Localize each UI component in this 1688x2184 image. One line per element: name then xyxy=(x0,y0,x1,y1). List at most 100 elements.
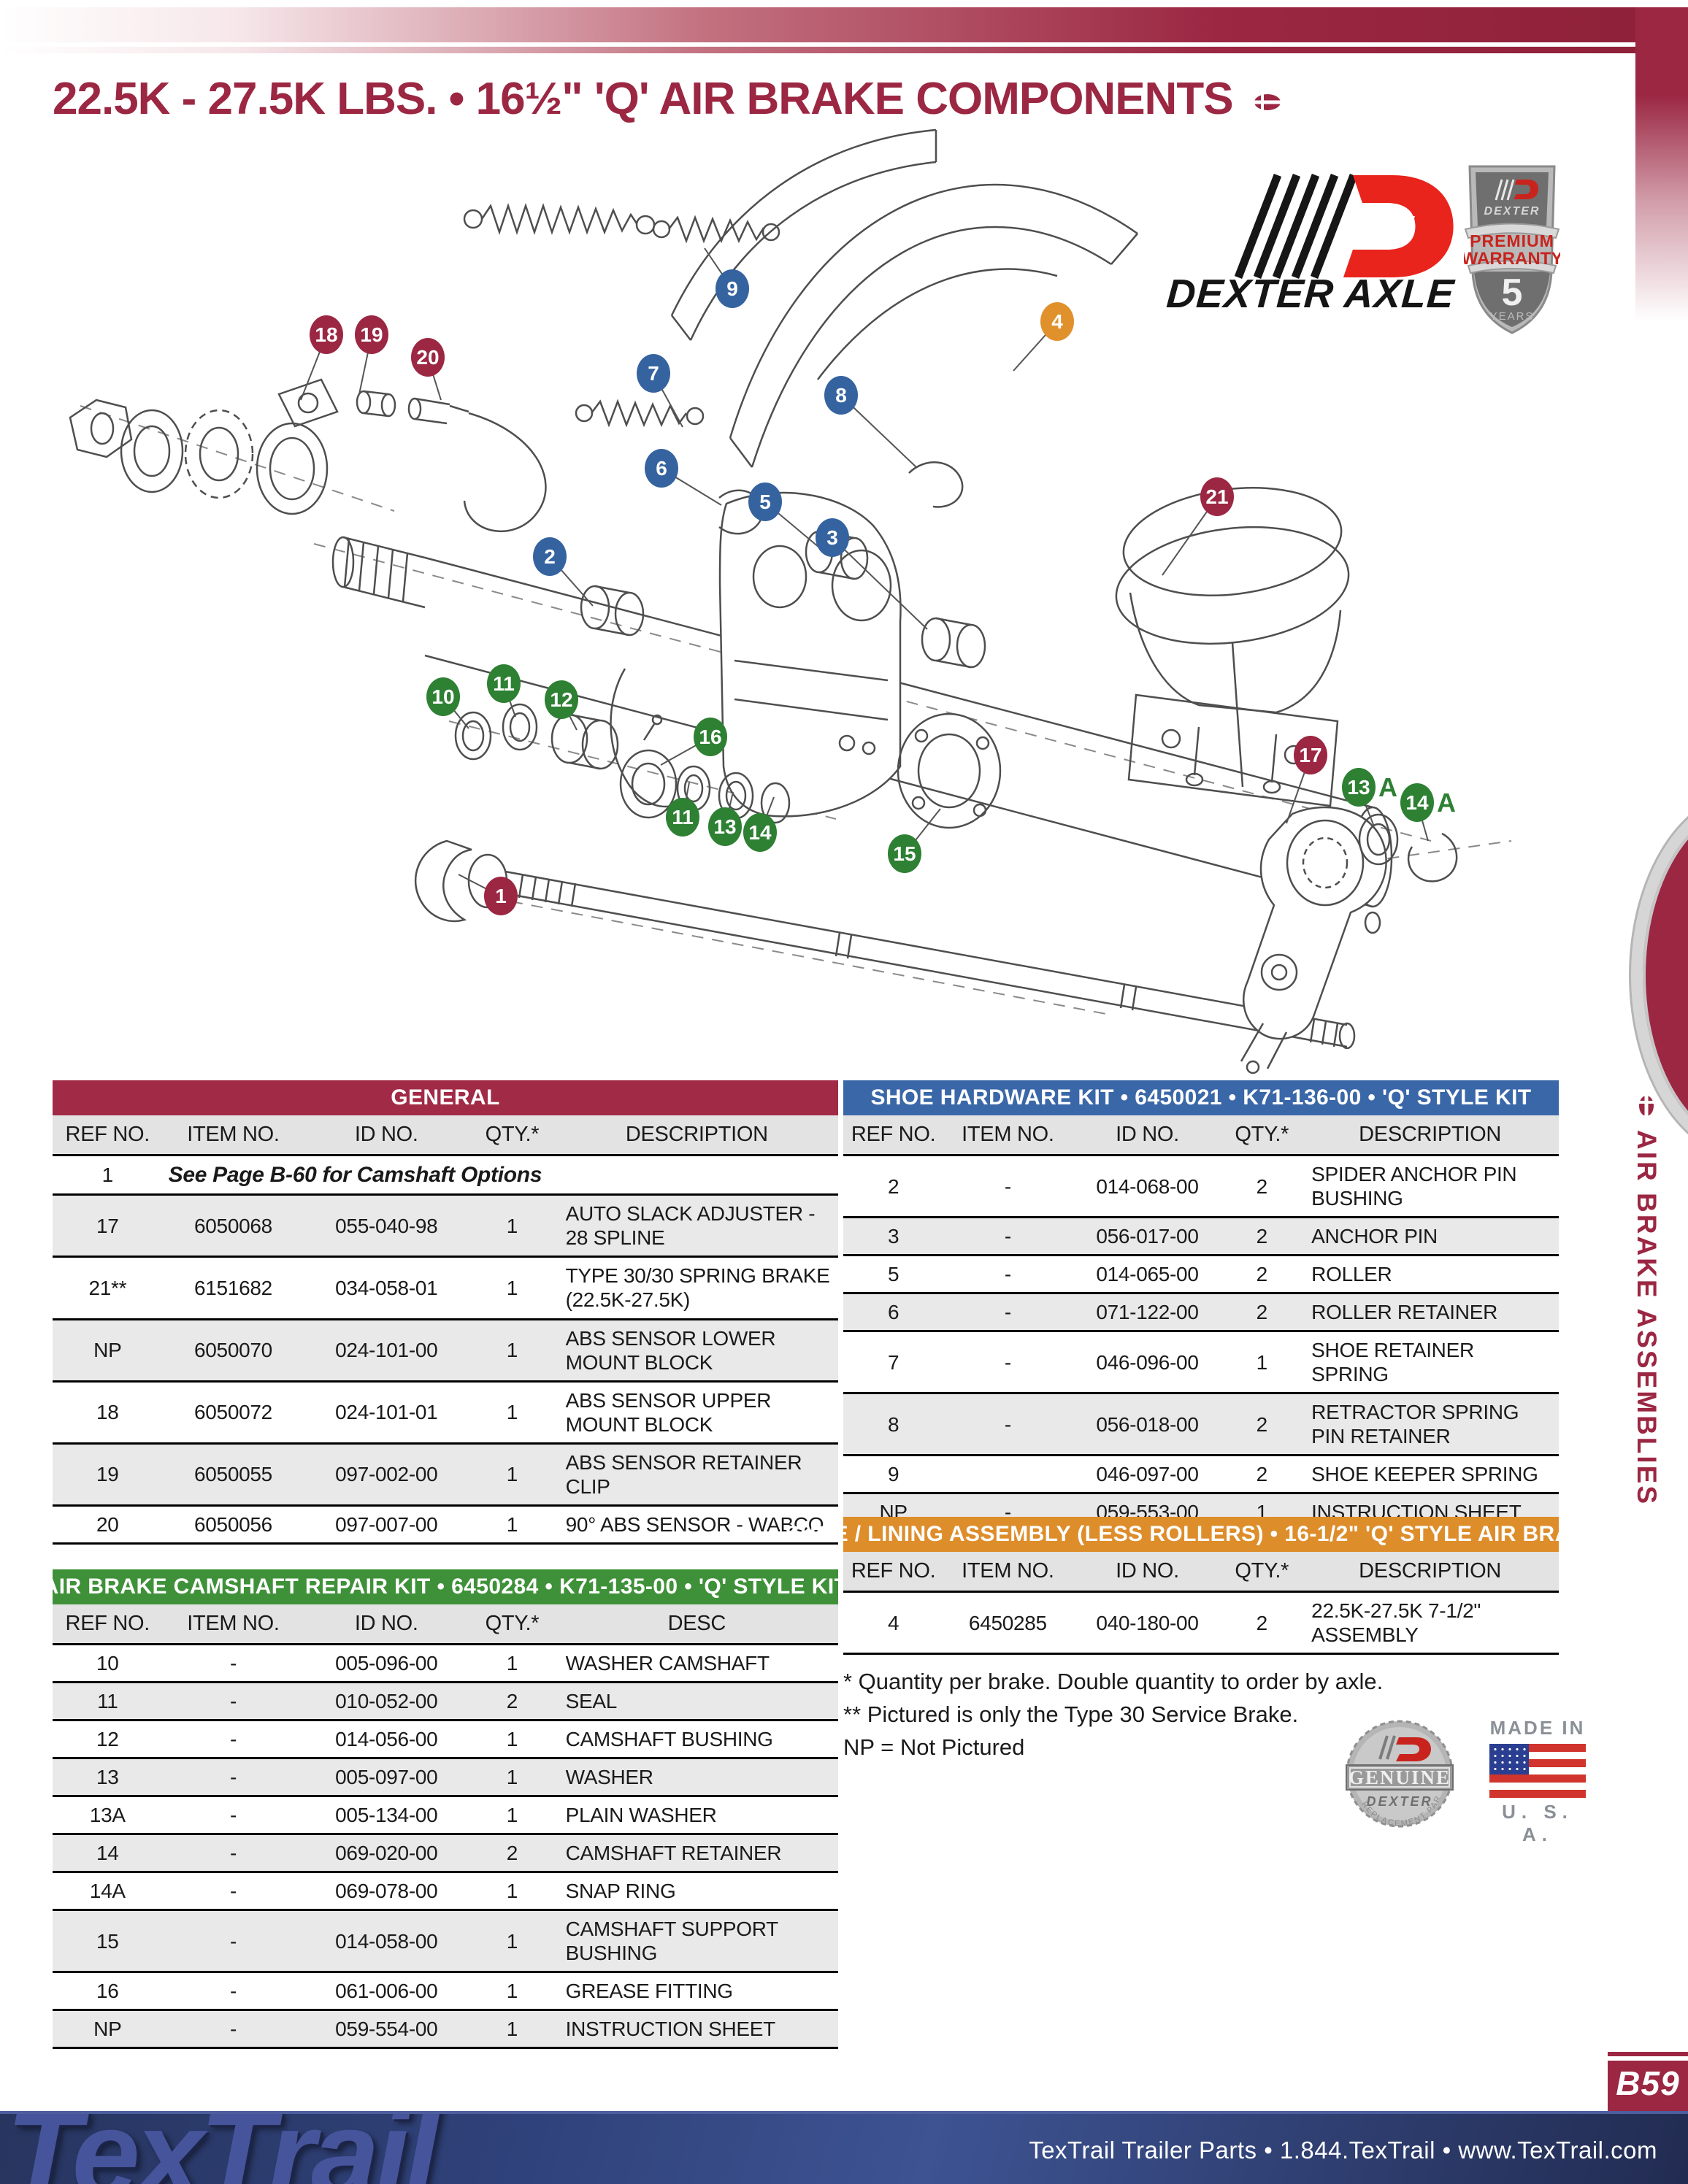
callout-12: 12 xyxy=(545,680,578,719)
table-title: AIR BRAKE CAMSHAFT REPAIR KIT • 6450284 … xyxy=(43,1569,848,1604)
callout-21: 21 xyxy=(1200,477,1234,516)
dexter-d-mark xyxy=(1343,175,1454,277)
footer-contact-info: TexTrail Trailer Parts • 1.844.TexTrail … xyxy=(1029,2137,1657,2164)
column-header: QTY.* xyxy=(469,1604,556,1645)
svg-text:PREMIUM: PREMIUM xyxy=(1470,231,1554,250)
callout-10: 10 xyxy=(426,677,460,716)
svg-text:DEXTER: DEXTER xyxy=(1484,205,1541,218)
usa-label: U. S. A. xyxy=(1502,1801,1573,1845)
callout-16: 16 xyxy=(694,718,727,756)
column-header: DESC xyxy=(555,1604,838,1645)
svg-text:5: 5 xyxy=(1502,272,1523,314)
column-header: ID NO. xyxy=(1072,1552,1223,1593)
column-header: ID NO. xyxy=(1072,1115,1223,1156)
callout-11: 11 xyxy=(487,664,521,703)
callout-18: 18 xyxy=(310,315,343,354)
table-title: SHOE HARDWARE KIT • 6450021 • K71-136-00… xyxy=(843,1080,1559,1115)
column-header: ID NO. xyxy=(304,1604,469,1645)
callout-3: 3 xyxy=(816,518,849,557)
callout-20: 20 xyxy=(411,338,445,377)
svg-text:GENUINE: GENUINE xyxy=(1349,1766,1451,1788)
footnote-quantity: * Quantity per brake. Double quantity to… xyxy=(843,1669,1384,1694)
column-header: ITEM NO. xyxy=(943,1552,1073,1593)
dexter-axle-wordmark: DEXTER AXLE xyxy=(1165,271,1457,316)
callout-2: 2 xyxy=(533,537,567,576)
column-header: ITEM NO. xyxy=(943,1115,1073,1156)
callout-9: 9 xyxy=(716,269,749,308)
callout-15: 15 xyxy=(888,834,921,873)
callout-8: 8 xyxy=(824,376,858,415)
callout-19: 19 xyxy=(355,315,388,354)
table-title: SHOE / LINING ASSEMBLY (LESS ROLLERS) • … xyxy=(785,1517,1616,1552)
column-header: QTY.* xyxy=(1222,1552,1302,1593)
premium-warranty-badge: 5 DEXTER PREMIUM WARRANTY 5 YEARS xyxy=(1462,162,1562,339)
column-header: REF NO. xyxy=(53,1115,163,1156)
footnote-np: NP = Not Pictured xyxy=(843,1734,1025,1760)
svg-text:WARRANTY: WARRANTY xyxy=(1464,249,1560,269)
top-banner xyxy=(0,7,1688,42)
footnotes: * Quantity per brake. Double quantity to… xyxy=(843,1666,1383,1764)
us-flag-icon xyxy=(1489,1744,1586,1798)
callout-4: 4 xyxy=(1040,302,1074,341)
sidebar: AIR BRAKE ASSEMBLIES xyxy=(1631,1093,1662,1575)
page-title: 22.5K - 27.5K LBS. • 16½" 'Q' AIR BRAKE … xyxy=(53,73,1283,125)
table-title: GENERAL xyxy=(53,1080,838,1115)
callout-13: 13 xyxy=(708,807,742,846)
footer-bar: TexTrail TexTrail Trailer Parts • 1.844.… xyxy=(0,2111,1688,2184)
table-camshaft-repair-kit: AIR BRAKE CAMSHAFT REPAIR KIT • 6450284 … xyxy=(43,1569,848,2050)
column-header: DESCRIPTION xyxy=(1301,1115,1559,1156)
sidebar-section-label: AIR BRAKE ASSEMBLIES xyxy=(1632,1130,1662,1507)
divider-coin-icon xyxy=(1252,72,1283,124)
right-edge-gradient xyxy=(1635,7,1688,321)
column-header: QTY.* xyxy=(469,1115,556,1156)
callout-7: 7 xyxy=(637,354,670,393)
column-header: DESCRIPTION xyxy=(1301,1552,1559,1593)
column-header: ID NO. xyxy=(304,1115,469,1156)
column-header: REF NO. xyxy=(843,1552,944,1593)
callout-11: 11 xyxy=(666,798,699,837)
footer-textrail-logo: TexTrail xyxy=(6,2111,439,2184)
made-in-label: MADE IN xyxy=(1489,1717,1586,1739)
column-header: DESCRIPTION xyxy=(555,1115,838,1156)
footnote-pictured: ** Pictured is only the Type 30 Service … xyxy=(843,1701,1299,1727)
callout-17: 17 xyxy=(1294,736,1327,774)
made-in-usa-badge: MADE IN U. S. A. xyxy=(1488,1717,1587,1846)
page-number-badge: B59 xyxy=(1608,2048,1688,2111)
callout-1: 1 xyxy=(484,877,518,915)
sidebar-coin-icon xyxy=(1639,1096,1654,1116)
genuine-dexter-badge: GENUINE DEXTER REPLACEMENT PARTS xyxy=(1327,1710,1469,1837)
page-number: B59 xyxy=(1616,2064,1680,2102)
callout-14: 14 xyxy=(743,813,777,852)
svg-text:DEXTER: DEXTER xyxy=(1366,1794,1432,1809)
svg-text:YEARS: YEARS xyxy=(1490,310,1535,323)
column-header: REF NO. xyxy=(843,1115,944,1156)
table-shoe-lining-assembly: SHOE / LINING ASSEMBLY (LESS ROLLERS) • … xyxy=(785,1517,1616,1656)
